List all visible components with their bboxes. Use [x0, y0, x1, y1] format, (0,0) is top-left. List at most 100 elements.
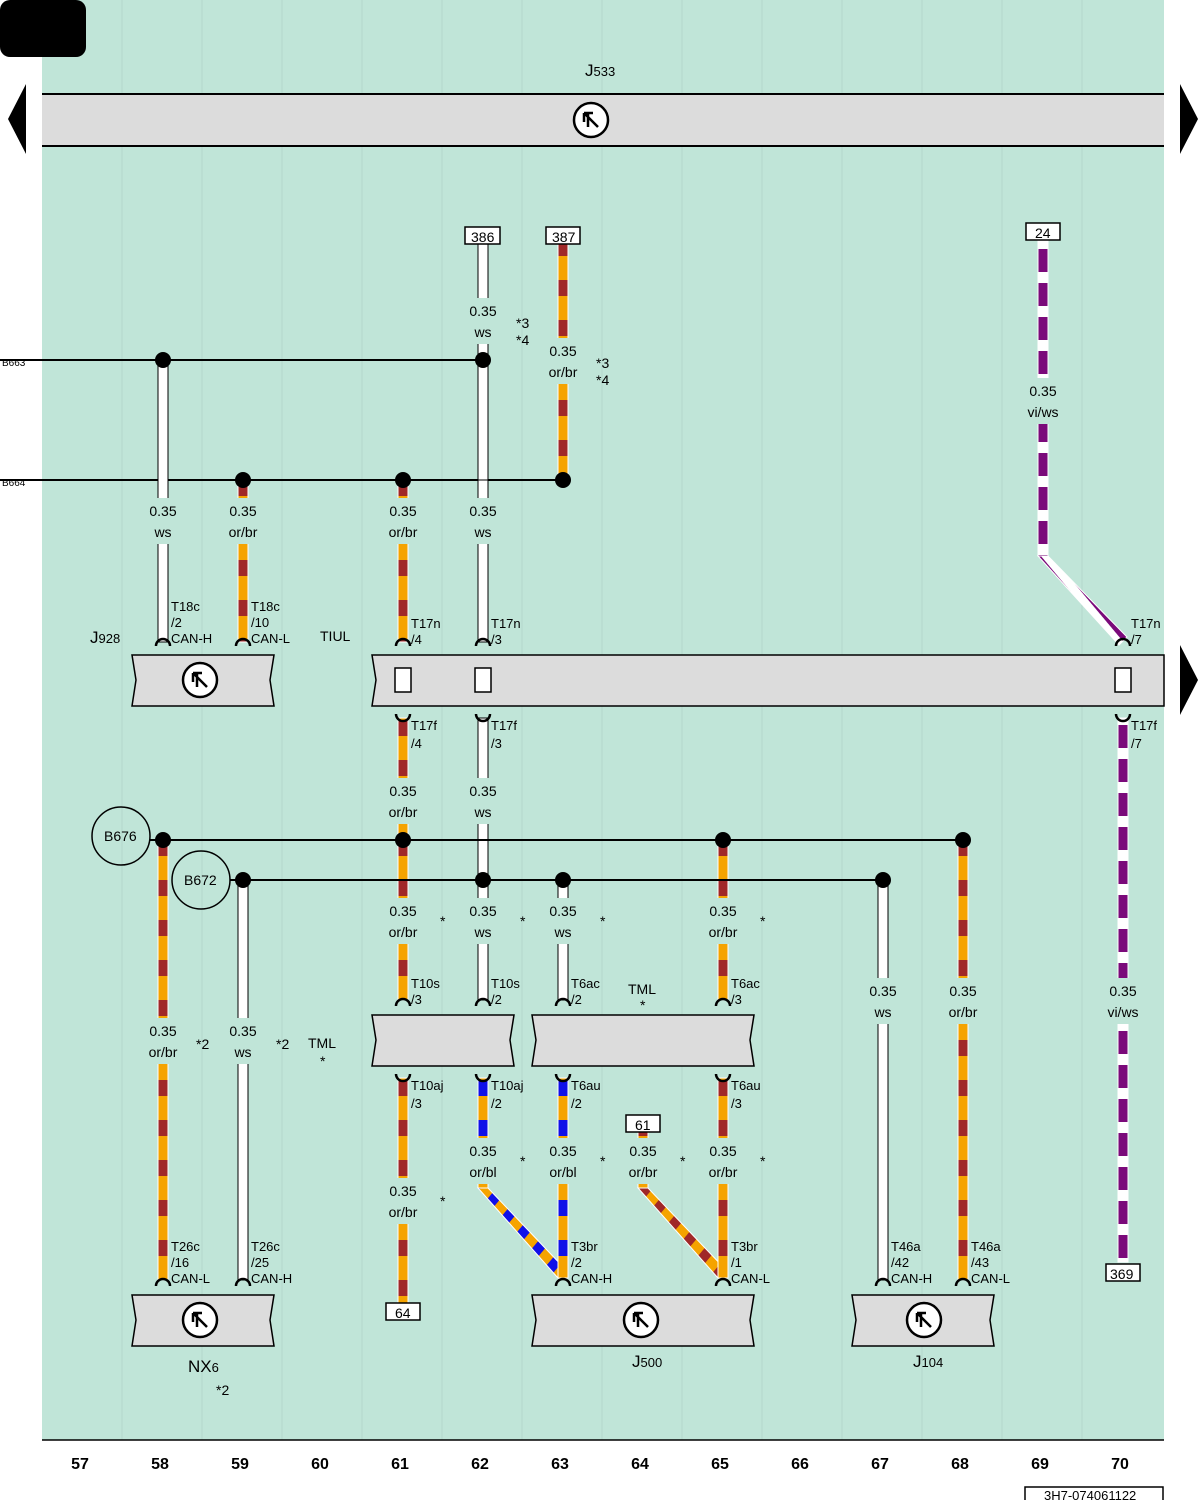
svg-text:or/br: or/br — [549, 364, 578, 380]
svg-text:or/br: or/br — [709, 924, 738, 940]
svg-text:57: 57 — [71, 1456, 89, 1473]
ref-369[interactable]: 369 — [1110, 1266, 1134, 1282]
svg-text:T6au: T6au — [731, 1078, 761, 1093]
svg-text:*4: *4 — [596, 372, 609, 388]
svg-text:or/br: or/br — [709, 1164, 738, 1180]
svg-text:58: 58 — [151, 1456, 169, 1473]
svg-text:*4: *4 — [516, 332, 529, 348]
right-page-arrow[interactable] — [1180, 84, 1198, 154]
svg-text:T17n: T17n — [491, 616, 521, 631]
svg-text:or/br: or/br — [949, 1004, 978, 1020]
svg-text:CAN-L: CAN-L — [971, 1271, 1010, 1286]
svg-text:/43: /43 — [971, 1255, 989, 1270]
svg-text:T10aj: T10aj — [411, 1078, 444, 1093]
svg-text:T6ac: T6ac — [571, 976, 600, 991]
ref-387[interactable]: 387 — [552, 229, 576, 245]
pin-contacts — [154, 637, 1132, 1287]
svg-text:*: * — [680, 1153, 686, 1169]
svg-text:ws: ws — [553, 924, 571, 940]
left-page-arrow[interactable] — [8, 84, 26, 154]
svg-text:*: * — [520, 1153, 526, 1169]
svg-text:CAN-L: CAN-L — [171, 1271, 210, 1286]
svg-text:*: * — [600, 1153, 606, 1169]
svg-text:vi/ws: vi/ws — [1027, 404, 1058, 420]
svg-text:/3: /3 — [491, 632, 502, 647]
ground-point-b672[interactable] — [171, 850, 231, 910]
svg-text:0.35: 0.35 — [709, 1143, 736, 1159]
control-unit-icon — [622, 1301, 660, 1339]
svg-text:CAN-L: CAN-L — [251, 631, 290, 646]
ground-point-b676[interactable] — [91, 806, 151, 866]
svg-text:/4: /4 — [411, 736, 422, 751]
svg-text:*3: *3 — [516, 315, 529, 331]
svg-text:J104: J104 — [913, 1352, 943, 1371]
svg-text:T46a: T46a — [891, 1239, 921, 1254]
svg-text:0.35: 0.35 — [869, 983, 896, 999]
svg-text:T26c: T26c — [251, 1239, 280, 1254]
bus-label-b664: B664 — [2, 478, 26, 489]
svg-text:70: 70 — [1111, 1456, 1129, 1473]
svg-text:63: 63 — [551, 1456, 569, 1473]
svg-text:*: * — [520, 913, 526, 929]
junction-dots — [155, 352, 971, 888]
module-tiul[interactable]: TIUL — [320, 628, 1165, 707]
svg-text:/25: /25 — [251, 1255, 269, 1270]
svg-text:0.35: 0.35 — [1109, 983, 1136, 999]
ref-64[interactable]: 64 — [395, 1305, 411, 1321]
svg-text:T3br: T3br — [731, 1239, 758, 1254]
ref-24[interactable]: 24 — [1035, 225, 1051, 241]
footer-code-box — [1024, 1486, 1164, 1500]
reference-boxes[interactable] — [385, 222, 1141, 1321]
svg-text:/3: /3 — [411, 1096, 422, 1111]
ref-386[interactable]: 386 — [471, 229, 495, 245]
svg-text:/2: /2 — [571, 1096, 582, 1111]
svg-text:ws: ws — [473, 804, 491, 820]
svg-text:59: 59 — [231, 1456, 249, 1473]
svg-text:*2: *2 — [216, 1382, 229, 1398]
svg-text:CAN-L: CAN-L — [731, 1271, 770, 1286]
svg-text:CAN-H: CAN-H — [891, 1271, 932, 1286]
svg-text:ws: ws — [473, 324, 491, 340]
svg-text:CAN-H: CAN-H — [571, 1271, 612, 1286]
svg-text:CAN-H: CAN-H — [251, 1271, 292, 1286]
diagram-background — [42, 0, 1164, 1440]
right-page-arrow-tiul[interactable] — [1180, 645, 1198, 715]
ground-label-b676: B676 — [104, 828, 137, 844]
svg-text:64: 64 — [631, 1456, 649, 1473]
svg-text:T17f: T17f — [1131, 718, 1157, 733]
svg-text:0.35: 0.35 — [469, 1143, 496, 1159]
svg-text:0.35: 0.35 — [549, 343, 576, 359]
svg-text:0.35: 0.35 — [389, 783, 416, 799]
svg-text:0.35: 0.35 — [149, 503, 176, 519]
svg-text:or/br: or/br — [229, 524, 258, 540]
svg-text:/16: /16 — [171, 1255, 189, 1270]
svg-text:J928: J928 — [90, 628, 120, 647]
page-tab[interactable] — [0, 0, 86, 57]
svg-text:/3: /3 — [731, 1096, 742, 1111]
module-tml-right[interactable] — [531, 1014, 755, 1067]
svg-text:T17n: T17n — [1131, 616, 1161, 631]
svg-text:60: 60 — [311, 1456, 329, 1473]
svg-text:/7: /7 — [1131, 736, 1142, 751]
svg-text:65: 65 — [711, 1456, 729, 1473]
svg-text:67: 67 — [871, 1456, 889, 1473]
svg-text:T10s: T10s — [411, 976, 440, 991]
ref-61[interactable]: 61 — [635, 1117, 651, 1133]
svg-text:*: * — [760, 1153, 766, 1169]
svg-text:T17f: T17f — [491, 718, 517, 733]
svg-text:/3: /3 — [491, 736, 502, 751]
module-tml-left[interactable] — [371, 1014, 515, 1067]
svg-text:0.35: 0.35 — [549, 1143, 576, 1159]
svg-text:ws: ws — [473, 924, 491, 940]
svg-text:0.35: 0.35 — [709, 903, 736, 919]
svg-text:T26c: T26c — [171, 1239, 200, 1254]
svg-text:/1: /1 — [731, 1255, 742, 1270]
svg-text:ws: ws — [873, 1004, 891, 1020]
svg-text:J500: J500 — [632, 1352, 662, 1371]
svg-text:0.35: 0.35 — [469, 903, 496, 919]
svg-text:*3: *3 — [596, 355, 609, 371]
svg-text:or/br: or/br — [389, 804, 418, 820]
svg-text:or/br: or/br — [389, 924, 418, 940]
svg-text:*: * — [760, 913, 766, 929]
